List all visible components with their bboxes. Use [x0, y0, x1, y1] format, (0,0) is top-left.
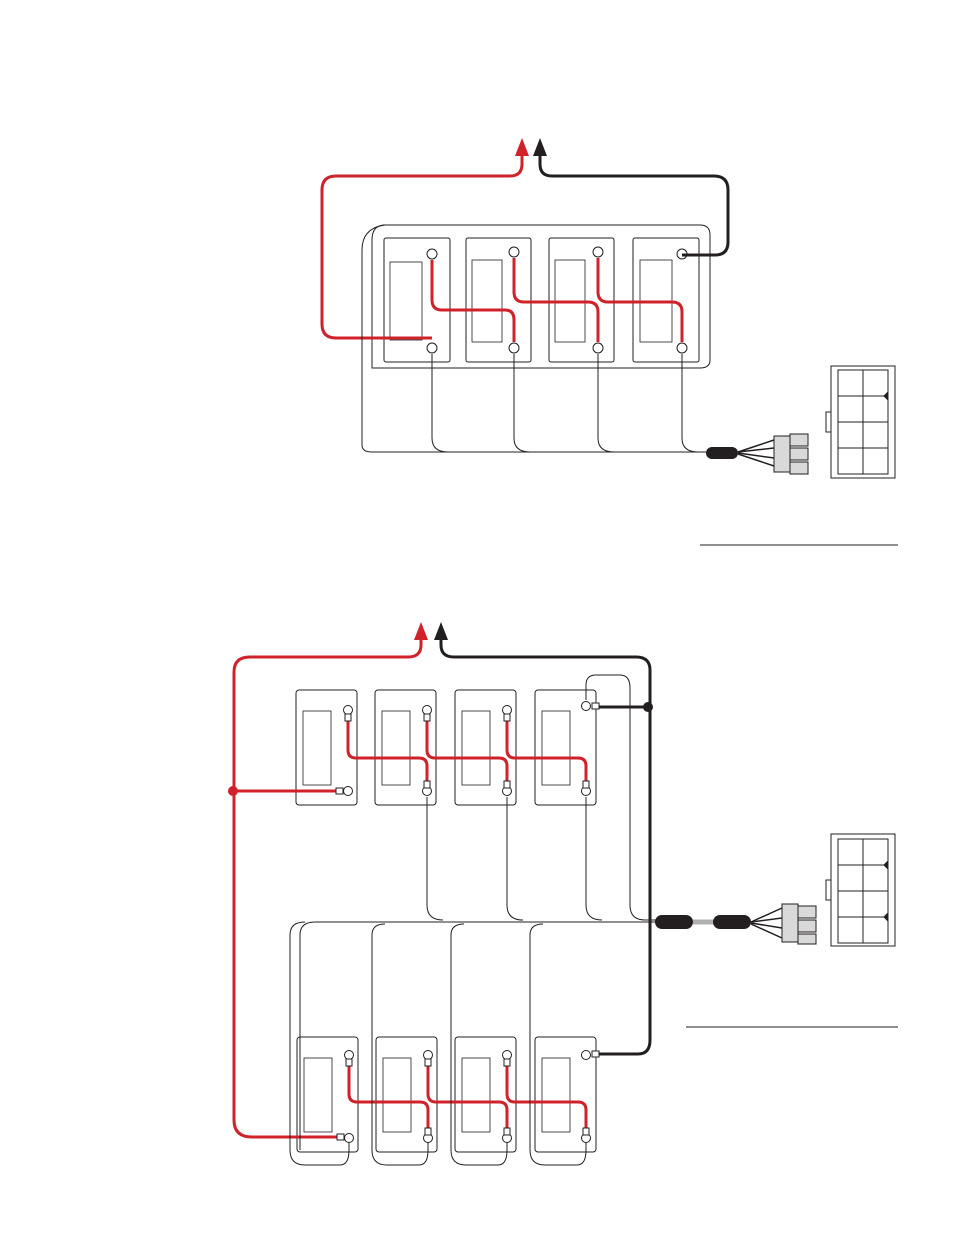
battery-1: [384, 238, 450, 362]
bottom-diagram: [228, 622, 898, 1165]
negative-arrow-icon: [533, 138, 547, 156]
charger-cable: [706, 434, 808, 474]
battery-4: [633, 238, 699, 362]
positive-junction: [228, 786, 238, 796]
plug-connector-icon: [782, 904, 816, 944]
connector-pin-grid-icon: [826, 366, 895, 478]
negative-arrow-icon: [434, 622, 448, 640]
top-diagram: [322, 138, 898, 545]
plug-connector-icon: [774, 434, 808, 474]
charger-cable: [655, 904, 816, 944]
battery-2: [466, 238, 531, 362]
positive-arrow-icon: [515, 138, 529, 156]
connector-pin-grid-icon: [826, 834, 895, 946]
negative-junction: [643, 702, 653, 712]
positive-arrow-icon: [414, 622, 428, 640]
